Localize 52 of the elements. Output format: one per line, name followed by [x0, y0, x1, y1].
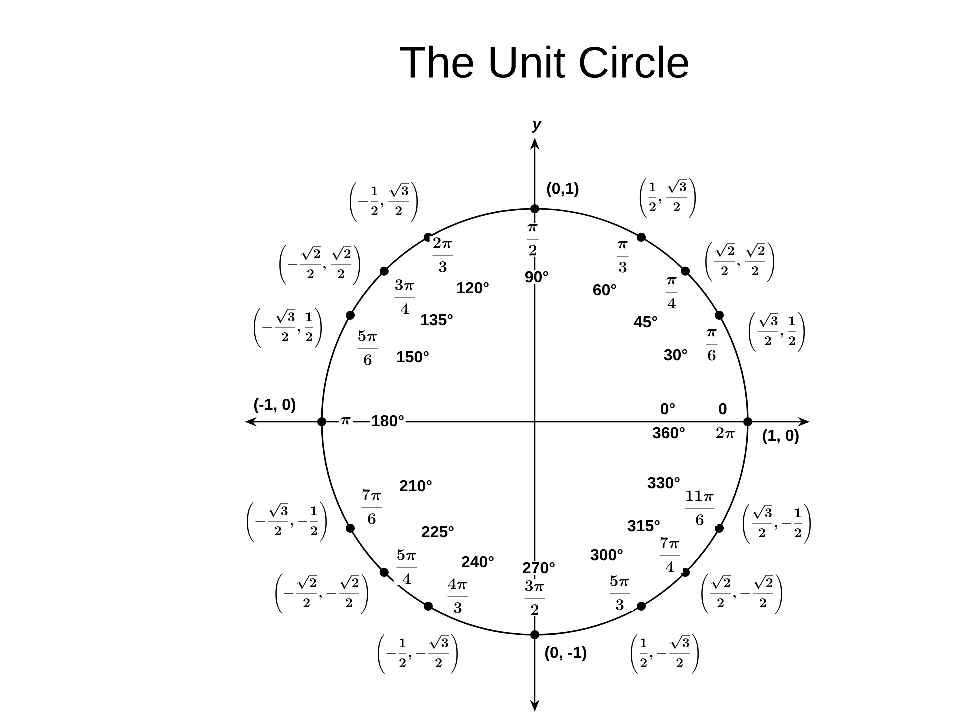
- degree-label: 45°: [632, 315, 660, 329]
- coordinate-label: $\left(\frac{1}{2},\frac{\sqrt{3}}{2}\right)$: [635, 176, 701, 220]
- degree-label: 180°: [370, 414, 406, 428]
- radian-label: $\frac{\pi}{2}$: [524, 223, 542, 257]
- coordinate-label: $\left(-\frac{1}{2},\frac{\sqrt{3}}{2}\right)$: [346, 180, 423, 224]
- axis-label: y: [531, 120, 543, 134]
- degree-label: 225°: [420, 525, 456, 539]
- radian-label: $\frac{5\pi}{3}$: [606, 574, 634, 612]
- degree-label: 360°: [651, 426, 687, 440]
- coordinate-label: (-1, 0): [252, 397, 298, 415]
- coordinate-label: $\left(-\frac{\sqrt{3}}{2},\frac{1}{2}\right)$: [250, 306, 327, 350]
- radian-label: $\frac{\pi}{3}$: [614, 240, 632, 274]
- radian-label: $\frac{3\pi}{2}$: [522, 579, 548, 616]
- degree-label: 0°: [659, 402, 677, 416]
- coordinate-label: $\left(\frac{1}{2},-\frac{\sqrt{3}}{2}\right)$: [626, 632, 704, 676]
- degree-label: 120°: [455, 281, 491, 295]
- degree-label: 150°: [395, 350, 431, 364]
- radian-label: $\frac{7\pi}{6}$: [358, 488, 386, 526]
- radian-label: $\pi$: [338, 416, 354, 426]
- coordinate-label: $\left(\frac{\sqrt{3}}{2},-\frac{1}{2}\right)$: [738, 502, 816, 546]
- coordinate-label: (1, 0): [761, 428, 801, 446]
- radian-label: $\frac{7\pi}{4}$: [656, 536, 684, 574]
- coordinate-label: $\left(\frac{\sqrt{2}}{2},-\frac{\sqrt{2}}{2}\right)$: [697, 572, 787, 616]
- radian-label: $\frac{\pi}{4}$: [663, 276, 681, 310]
- coordinate-label: $\left(\frac{\sqrt{2}}{2},\frac{\sqrt{2}}{2}\right)$: [701, 240, 779, 284]
- degree-label: 90°: [524, 270, 550, 284]
- degree-label: 270°: [521, 561, 557, 575]
- radian-label: $\frac{\pi}{6}$: [703, 328, 721, 362]
- radian-label: $\frac{3\pi}{4}$: [392, 278, 418, 316]
- coordinate-label: $\left(-\frac{1}{2},-\frac{\sqrt{3}}{2}\right)$: [374, 632, 462, 676]
- radian-label: $2\pi$: [714, 426, 738, 440]
- coordinate-label: $\left(-\frac{\sqrt{2}}{2},-\frac{\sqrt{2}}{2}\right)$: [271, 572, 373, 616]
- degree-label: 30°: [662, 348, 690, 362]
- degree-label: 210°: [398, 479, 434, 493]
- degree-label: 240°: [460, 555, 496, 569]
- radian-label: $\frac{11\pi}{6}$: [682, 489, 718, 526]
- coordinate-label: (0, -1): [543, 645, 589, 663]
- coordinate-label: $\left(-\frac{\sqrt{3}}{2},-\frac{1}{2}\right)$: [242, 500, 332, 544]
- coordinate-label: (0,1): [545, 181, 581, 199]
- degree-label: 330°: [646, 476, 682, 490]
- radian-label: $\frac{5\pi}{6}$: [354, 329, 382, 366]
- coordinate-label: $\left(\frac{\sqrt{3}}{2},\frac{1}{2}\right)$: [744, 310, 810, 354]
- radian-label: $\frac{2\pi}{3}$: [430, 236, 456, 274]
- radian-label: 0: [717, 402, 729, 416]
- degree-label: 300°: [589, 548, 625, 562]
- degree-label: 315°: [626, 518, 662, 533]
- radian-label: $\frac{5\pi}{4}$: [394, 548, 420, 586]
- title: The Unit Circle: [400, 46, 688, 78]
- degree-label: 60°: [592, 283, 618, 297]
- degree-label: 135°: [419, 312, 455, 327]
- coordinate-label: $\left(-\frac{\sqrt{2}}{2},\frac{\sqrt{2}}{2}\right)$: [275, 244, 365, 286]
- radian-label: $\frac{4\pi}{3}$: [444, 577, 472, 614]
